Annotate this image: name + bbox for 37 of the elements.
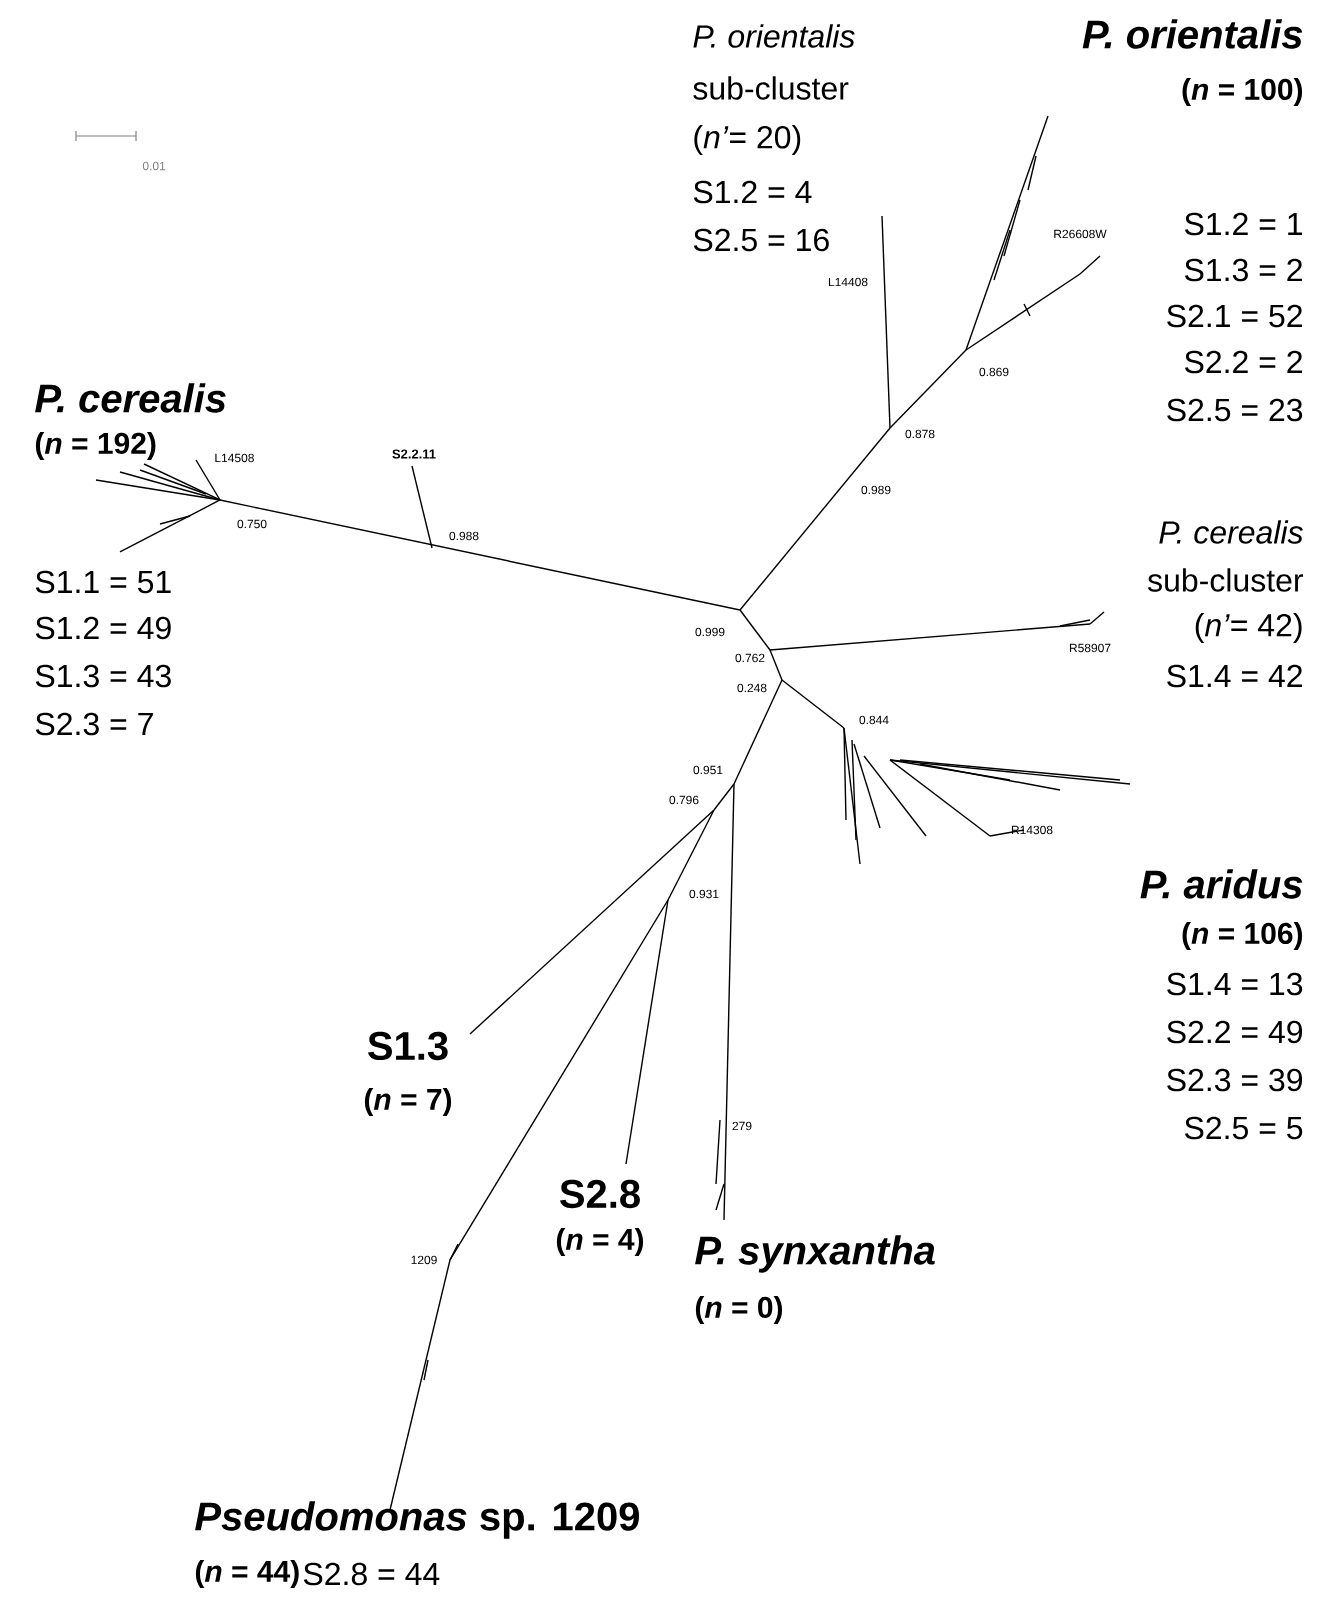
clade-label: P. aridus — [1140, 869, 1303, 899]
strain-count: (n’= 20) — [694, 125, 801, 155]
strain-count: (n = 192) — [35, 432, 156, 460]
strain-count: S2.3 = 39 — [1167, 1068, 1303, 1092]
clade-label: sub-cluster — [693, 76, 849, 100]
clade-label: P. cerealis — [1159, 520, 1303, 544]
strain-count: S1.3 = 2 — [1184, 258, 1302, 282]
strain-count: S1.4 = 42 — [1167, 664, 1302, 688]
strain-count: S1.3 = 43 — [35, 664, 171, 688]
strain-count: S1.2 = 49 — [35, 616, 171, 640]
clade-label: P. orientalis — [693, 24, 855, 48]
strain-count: S1.1 = 51 — [35, 570, 171, 594]
strain-count: (n = 7) — [364, 1088, 452, 1116]
strain-count: (n = 44) — [195, 1560, 299, 1588]
clade-label: P. orientalis — [1082, 19, 1303, 49]
strain-count: S2.2 = 2 — [1184, 350, 1302, 374]
strain-count: S1.2 = 1 — [1184, 212, 1302, 236]
strain-count: S2.2 = 49 — [1167, 1020, 1303, 1044]
clade-label: S2.8 — [560, 1179, 640, 1209]
clade-label: sub-cluster — [1147, 568, 1304, 592]
strain-count: S1.2 = 4 — [693, 180, 812, 204]
strain-count: (n = 106) — [1182, 922, 1303, 950]
strain-count: (n = 0) — [695, 1296, 783, 1324]
strain-count: (n = 100) — [1182, 78, 1303, 106]
strain-count: S2.5 = 16 — [693, 228, 829, 252]
strain-count: (n = 4) — [556, 1228, 644, 1256]
clade-label: P. synxantha — [695, 1235, 935, 1273]
strain-count: S2.5 = 5 — [1184, 1116, 1303, 1140]
clade-label: P. cerealis — [35, 383, 226, 413]
strain-count: S2.5 = 23 — [1167, 398, 1303, 422]
strain-count: S2.8 = 44 — [303, 1562, 440, 1586]
clade-label: Pseudomonas sp. 1209 — [195, 1501, 639, 1539]
strain-count: S2.1 = 52 — [1167, 304, 1302, 328]
strain-count: S2.3 = 7 — [35, 712, 153, 736]
strain-count: S1.4 = 13 — [1167, 972, 1303, 996]
clade-label: S1.3 — [368, 1031, 448, 1061]
strain-count: (n’= 42) — [1195, 613, 1302, 643]
